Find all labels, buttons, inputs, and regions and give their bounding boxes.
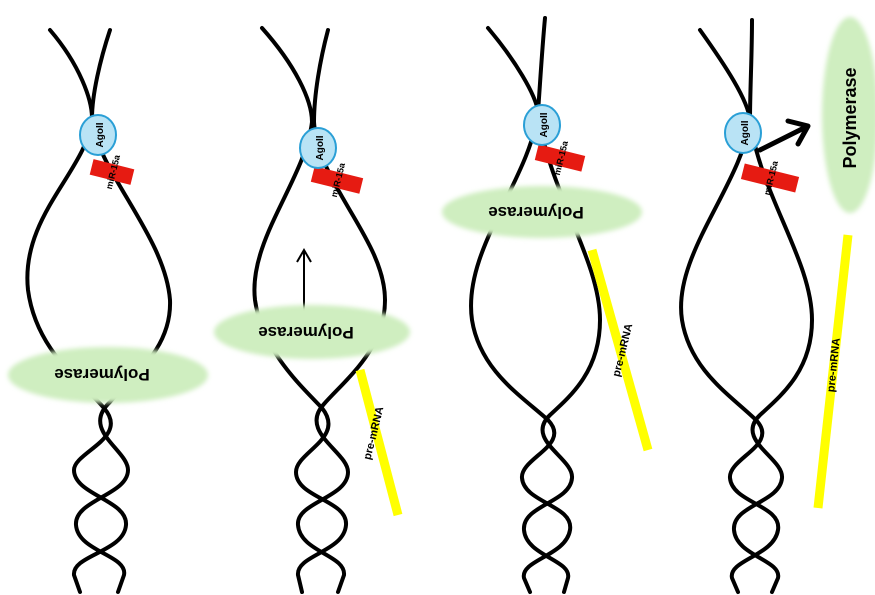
panel-2: miR-15a AgoII pre-mRNA Polymerase (214, 28, 410, 592)
movement-arrow (297, 250, 311, 312)
ago-label: AgoII (95, 122, 106, 147)
dna-strand (471, 18, 600, 592)
ago-label: AgoII (539, 112, 550, 137)
ago-label: AgoII (740, 120, 751, 145)
premrna-label: pre-mRNA (825, 337, 843, 392)
release-arrow (760, 121, 808, 150)
polymerase-label: Polymerase (840, 67, 860, 168)
ago-label: AgoII (315, 135, 326, 160)
panel-1: miR-15a AgoII Polymerase (8, 30, 208, 592)
panel-3: pre-mRNA miR-15a AgoII Polymerase (442, 18, 648, 592)
polymerase-label: Polymerase (488, 203, 583, 222)
panel-4: pre-mRNA miR-15a AgoII Polymerase (681, 17, 875, 592)
dna-strand (681, 20, 812, 592)
polymerase-label: Polymerase (258, 323, 353, 342)
polymerase-label: Polymerase (54, 365, 149, 384)
